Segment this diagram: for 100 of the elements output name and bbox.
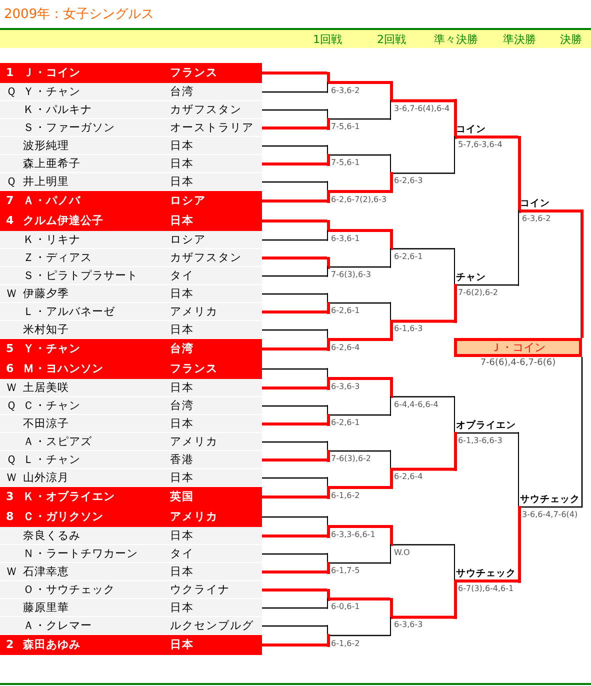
bracket-line: [262, 348, 327, 350]
bracket-line: [262, 145, 327, 147]
player-row: [0, 397, 262, 415]
winner-name: サウチェック: [520, 493, 580, 506]
bracket-line: [327, 414, 390, 416]
seed-mark: 8: [6, 510, 14, 524]
player-row: [0, 173, 262, 191]
bracket-line: [327, 486, 390, 489]
match-score: 6-3,3-6,6-1: [331, 528, 376, 540]
country-name: 英国: [170, 490, 194, 504]
player-name: Ａ・スピアズ: [23, 435, 92, 449]
bracket-line: [327, 525, 390, 528]
match-score: 6-2,6-4: [394, 471, 423, 482]
country-name: 日本: [170, 287, 194, 301]
match-score: 6-1,6-2: [331, 638, 360, 648]
match-score: 6-1,6-3: [394, 323, 423, 334]
country-name: 日本: [170, 323, 194, 337]
match-score: 6-3,6-3: [394, 619, 423, 630]
country-name: オーストラリア: [170, 121, 254, 135]
country-name: 日本: [170, 157, 194, 171]
bracket-line: [262, 181, 327, 183]
country-name: 日本: [170, 638, 194, 652]
player-name: Ｓ・ピラトプラサート: [23, 269, 138, 283]
player-row: [0, 321, 262, 339]
player-row: [0, 635, 262, 655]
match-score: 6-0,6-1: [331, 601, 360, 612]
bracket-line: [327, 266, 390, 268]
player-row: [0, 63, 262, 83]
match-score: 7-6(3),6-2: [331, 453, 372, 464]
player-name: Ｌ・チャン: [23, 453, 80, 467]
player-row: [0, 101, 262, 119]
player-name: 石津幸恵: [23, 565, 69, 579]
player-name: Ｓ・ファーガソン: [23, 121, 115, 135]
match-score: 6-2,6-7(2),6-3: [331, 194, 387, 204]
player-name: 井上明里: [23, 175, 69, 189]
bracket-line: [390, 616, 454, 619]
match-score: 6-2,6-1: [394, 250, 423, 262]
bracket-line: [262, 422, 327, 426]
bracket-line: [454, 284, 518, 286]
player-row: [0, 137, 262, 155]
country-name: 日本: [170, 417, 194, 431]
bracket-line: [390, 172, 454, 174]
player-row: [0, 249, 262, 267]
bracket-line: [327, 81, 390, 84]
player-row: [0, 285, 262, 303]
player-row: [0, 451, 262, 469]
bracket-line: [262, 310, 327, 314]
country-name: フランス: [170, 66, 218, 80]
player-name: Ｃ・チャン: [23, 399, 80, 413]
player-row: [0, 119, 262, 137]
bracket-line: [518, 357, 583, 508]
bracket-line: [262, 329, 327, 331]
match-score: 6-3,6-3: [331, 380, 360, 392]
match-score: 7-6(6),4-6,7-6(6): [479, 358, 557, 369]
bracket-line: [262, 477, 327, 479]
bracket-line: [390, 320, 454, 323]
player-name: 森上亜希子: [23, 157, 80, 171]
player-name: 奈良くるみ: [23, 529, 80, 543]
player-row: [0, 617, 262, 635]
seed-mark: Ｑ: [6, 175, 16, 189]
country-name: タイ: [170, 269, 194, 283]
bracket-line: [327, 377, 390, 380]
bracket-line: [262, 368, 327, 370]
player-name: 山外涼月: [23, 471, 69, 485]
bracket-line: [327, 229, 390, 232]
country-name: 日本: [170, 601, 194, 615]
match-score: 3-6,7-6(4),6-4: [394, 102, 450, 114]
country-name: 日本: [170, 529, 194, 543]
player-name: Ｊ・コイン: [23, 66, 80, 80]
seed-mark: Ｗ: [6, 381, 17, 395]
seed-mark: Ｗ: [6, 471, 17, 485]
bracket-line: [262, 625, 327, 627]
player-row: [0, 599, 262, 617]
match-score: 6-2,6-1: [331, 305, 360, 316]
bracket-line: [518, 210, 584, 338]
match-score: 6-2,6-3: [394, 175, 423, 186]
round-heading: 2回戦: [377, 32, 406, 47]
country-name: 日本: [170, 471, 194, 485]
match-score: 6-4,4-6,6-4: [394, 398, 438, 410]
player-row: [0, 339, 262, 359]
bracket-line: [262, 200, 327, 202]
country-name: アメリカ: [170, 510, 218, 524]
country-name: カザフスタン: [170, 251, 242, 265]
country-name: ウクライナ: [170, 583, 230, 597]
player-row: [0, 469, 262, 487]
bracket-line: [262, 109, 327, 111]
bracket-line: [262, 516, 327, 518]
player-name: Ｃ・ガリクソン: [23, 510, 104, 524]
bracket-line: [454, 432, 518, 434]
player-row: [0, 545, 262, 563]
round-heading: 決勝: [560, 32, 582, 47]
bracket-line: [262, 607, 327, 609]
player-row: [0, 191, 262, 211]
match-score: 7-5,6-1: [331, 157, 360, 168]
player-row: [0, 581, 262, 599]
bracket-line: [327, 634, 390, 636]
bracket-line: [327, 562, 390, 564]
player-row: [0, 433, 262, 451]
player-name: Ｋ・パルキナ: [23, 103, 92, 117]
country-name: ルクセンブルグ: [170, 619, 254, 633]
